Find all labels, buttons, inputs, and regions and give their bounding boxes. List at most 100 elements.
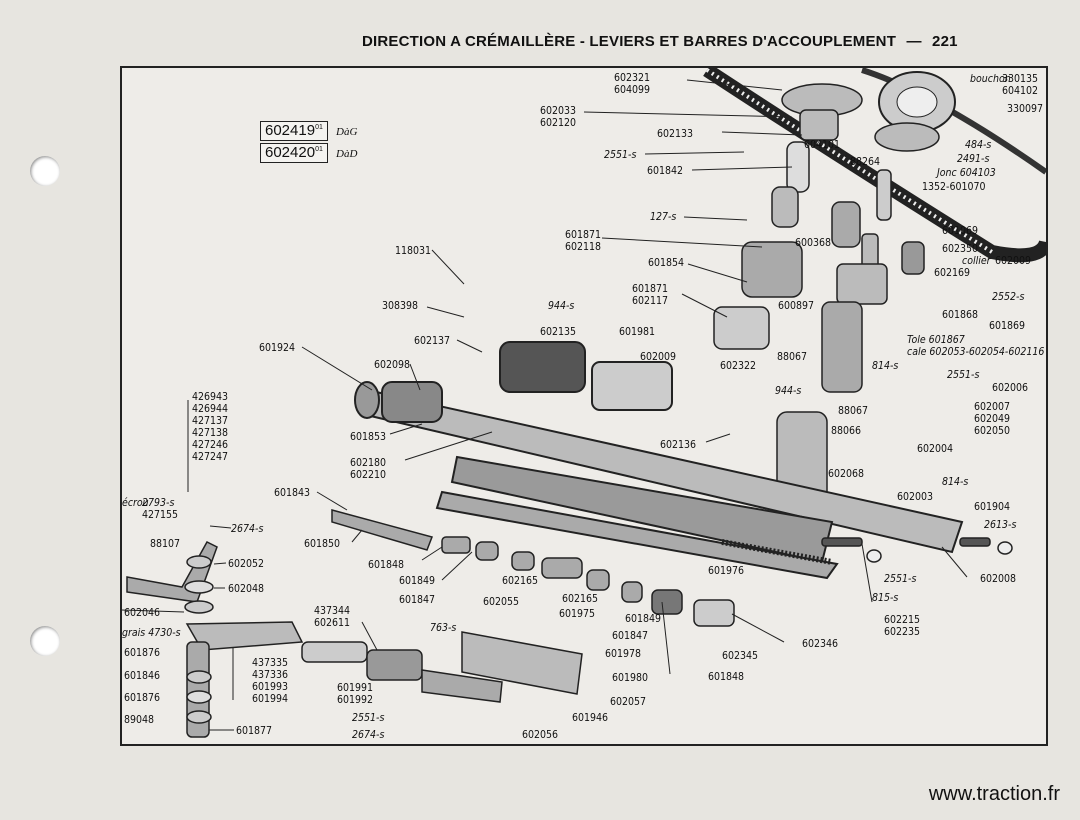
label-604102: 604102 [1002, 85, 1038, 97]
label-tole-601867: Tole 601867 [907, 334, 965, 346]
label-2551-s-d: 2551-s [352, 712, 384, 724]
label-601849-a: 601849 [399, 575, 435, 587]
label-601846: 601846 [124, 670, 160, 682]
label-2491-s: 2491-s [957, 153, 989, 165]
label-cale: cale 602053-602054-602116 [907, 346, 1044, 358]
label-427247: 427247 [192, 451, 228, 463]
label-601978: 601978 [605, 648, 641, 660]
label-601980: 601980 [612, 672, 648, 684]
label-ecrou: écrou [122, 497, 149, 509]
label-602098: 602098 [374, 359, 410, 371]
label-2552-s: 2552-s [992, 291, 1024, 303]
label-601853: 601853 [350, 431, 386, 443]
label-601876-b: 601876 [124, 692, 160, 704]
label-88107: 88107 [150, 538, 180, 550]
label-600897: 600897 [778, 300, 814, 312]
boxed-ref-right-suffix: DàD [336, 148, 358, 160]
label-427246: 427246 [192, 439, 228, 451]
label-602235: 602235 [884, 626, 920, 638]
page-number: 221 [932, 33, 958, 50]
label-602120: 602120 [540, 117, 576, 129]
label-426944: 426944 [192, 403, 228, 415]
label-601924: 601924 [259, 342, 295, 354]
label-815-s: 815-s [872, 592, 898, 604]
label-602009-b: 602009 [640, 351, 676, 363]
boxed-ref-right-sup: 01 [315, 146, 323, 153]
label-604101: 604101 [804, 139, 840, 151]
label-602136: 602136 [660, 439, 696, 451]
steering-column [713, 83, 940, 503]
label-427155: 427155 [142, 509, 178, 521]
label-88066: 88066 [831, 425, 861, 437]
label-601946: 601946 [572, 712, 608, 724]
header-dash: — [906, 33, 922, 50]
label-437344: 437344 [314, 605, 350, 617]
label-bouchon: bouchon [970, 73, 1011, 85]
label-602007: 602007 [974, 401, 1010, 413]
label-602046: 602046 [124, 607, 160, 619]
label-426943: 426943 [192, 391, 228, 403]
label-118031: 118031 [395, 245, 431, 257]
label-88264: 88264 [850, 156, 880, 168]
label-602137: 602137 [414, 335, 450, 347]
label-602345: 602345 [722, 650, 758, 662]
label-601848-b: 601848 [708, 671, 744, 683]
label-601993: 601993 [252, 681, 288, 693]
label-437335: 437335 [252, 657, 288, 669]
label-814-s-b: 814-s [942, 476, 968, 488]
page-header: DIRECTION A CRÉMAILLÈRE - LEVIERS ET BAR… [362, 33, 958, 50]
label-602057: 602057 [610, 696, 646, 708]
label-2613-s: 2613-s [984, 519, 1016, 531]
label-602008: 602008 [980, 573, 1016, 585]
label-437336: 437336 [252, 669, 288, 681]
label-602004: 602004 [917, 443, 953, 455]
label-602165-b: 602165 [562, 593, 598, 605]
label-601850: 601850 [304, 538, 340, 550]
label-601871-b: 601871 [632, 283, 668, 295]
label-814-s-a: 814-s [872, 360, 898, 372]
binder-hole-bottom [30, 626, 60, 656]
label-602033: 602033 [540, 105, 576, 117]
label-2551-s-top: 2551-s [604, 149, 636, 161]
label-601847-b: 601847 [612, 630, 648, 642]
exploded-parts-diagram: 602321 604099 bouchon 330135 604102 3300… [122, 68, 1046, 741]
label-602052: 602052 [228, 558, 264, 570]
label-601975: 601975 [559, 608, 595, 620]
label-602056: 602056 [522, 729, 558, 741]
label-601991: 601991 [337, 682, 373, 694]
label-763-s: 763-s [430, 622, 456, 634]
label-jonc-604103: Jonc 604103 [935, 167, 996, 179]
label-602346: 602346 [802, 638, 838, 650]
label-601904: 601904 [974, 501, 1010, 513]
label-2551-s-b: 2551-s [947, 369, 979, 381]
label-collier: collier [962, 255, 992, 267]
label-330097: 330097 [1007, 103, 1043, 115]
boxed-ref-left-part: 602419 [265, 122, 316, 139]
leader-lines [122, 79, 968, 731]
label-1352-601070: 1352-601070 [922, 181, 986, 193]
label-89048: 89048 [124, 714, 154, 726]
label-944-s-b: 944-s [775, 385, 801, 397]
label-2551-s-c: 2551-s [884, 573, 916, 585]
label-601848-a: 601848 [368, 559, 404, 571]
label-601876-a: 601876 [124, 647, 160, 659]
label-601981: 601981 [619, 326, 655, 338]
boxed-ref-left-sup: 01 [315, 124, 323, 131]
label-600368: 600368 [795, 237, 831, 249]
label-330135: 330135 [1002, 73, 1038, 85]
label-604099: 604099 [614, 84, 650, 96]
label-602165-a: 602165 [502, 575, 538, 587]
label-88067-a: 88067 [777, 351, 807, 363]
rack-housing [354, 341, 964, 580]
label-602117: 602117 [632, 295, 668, 307]
boxed-ref-right-part: 602420 [265, 144, 316, 161]
label-427137: 427137 [192, 415, 228, 427]
label-2674-s-b: 2674-s [352, 729, 384, 741]
label-602210: 602210 [350, 469, 386, 481]
label-602350: 602350 [942, 243, 978, 255]
label-601992: 601992 [337, 694, 373, 706]
label-2674-s-a: 2674-s [231, 523, 263, 535]
label-127-s: 127-s [650, 211, 676, 223]
label-601069: 601069 [942, 225, 978, 237]
label-602135: 602135 [540, 326, 576, 338]
